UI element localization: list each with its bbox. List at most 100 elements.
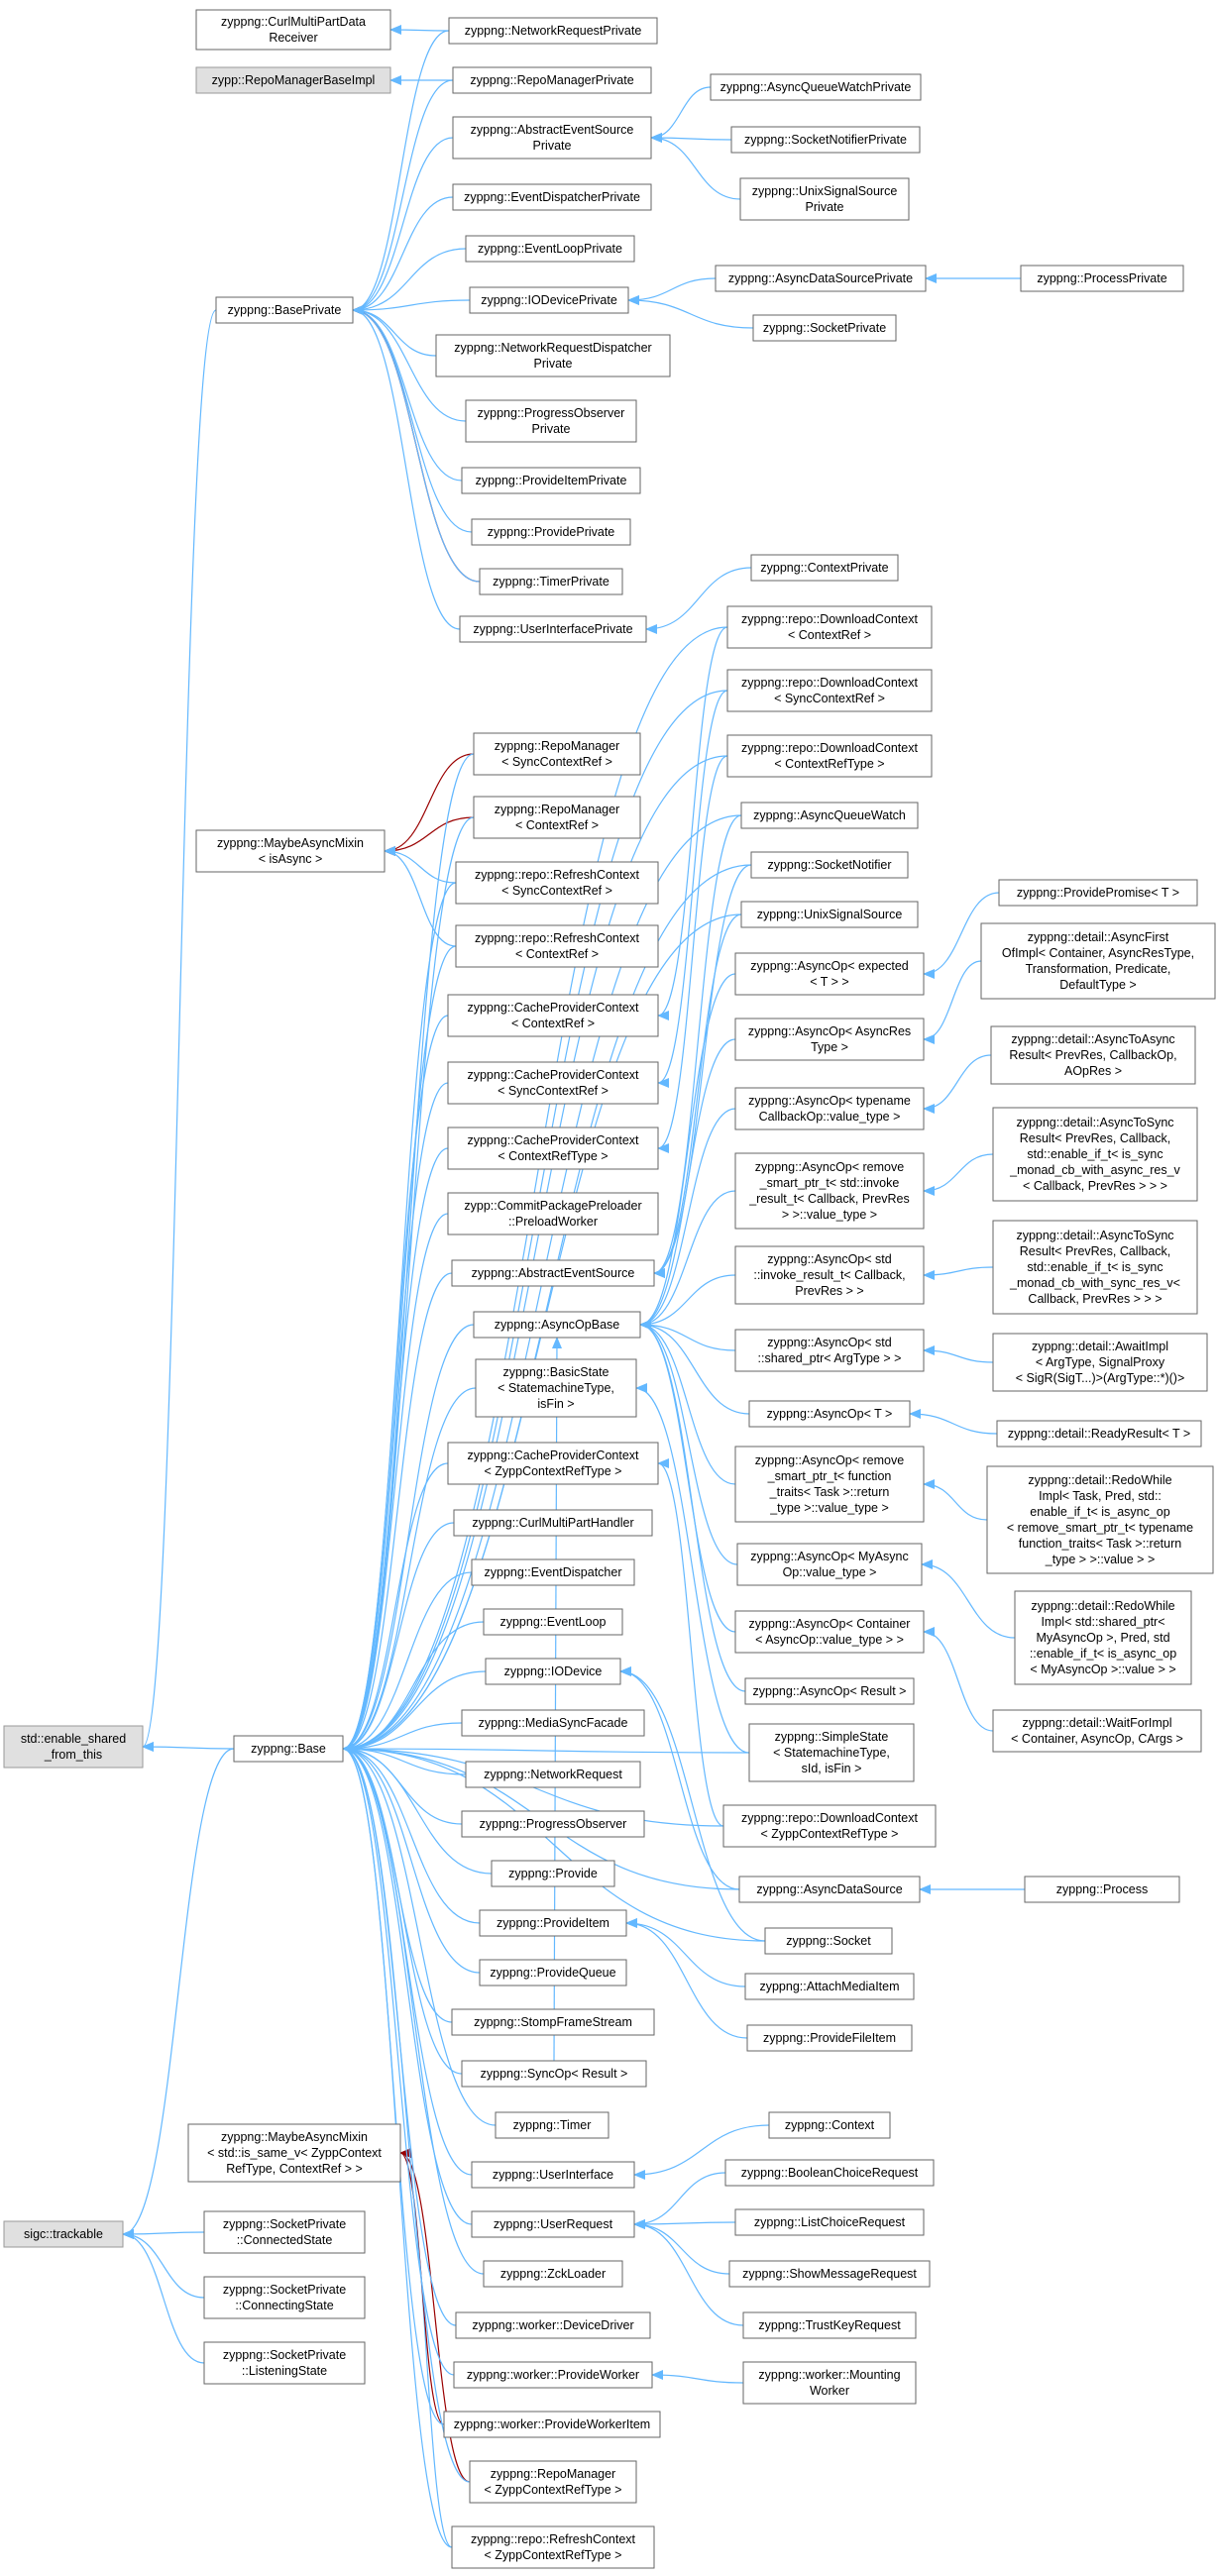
class-node-aoContainer[interactable]: zyppng::AsyncOp< Container< AsyncOp::val…: [734, 1610, 925, 1654]
class-node-aoAsyncRes[interactable]: zyppng::AsyncOp< AsyncResType >: [734, 1018, 925, 1061]
class-node-aoShared[interactable]: zyppng::AsyncOp< std::shared_ptr< ArgTyp…: [734, 1329, 925, 1372]
class-node-ioDevPriv[interactable]: zyppng::IODevicePrivate: [469, 286, 629, 314]
class-node-base[interactable]: zyppng::Base: [233, 1735, 344, 1763]
class-node-sockListening[interactable]: zyppng::SocketPrivate::ListeningState: [203, 2341, 366, 2385]
class-node-progObs[interactable]: zyppng::ProgressObserver: [461, 1810, 645, 1838]
class-node-sockPriv[interactable]: zyppng::SocketPrivate: [752, 314, 897, 342]
class-node-repoMgrPriv[interactable]: zyppng::RepoManagerPrivate: [452, 66, 652, 94]
class-node-sockConnecting[interactable]: zyppng::SocketPrivate::ConnectingState: [203, 2276, 366, 2319]
class-node-procPriv[interactable]: zyppng::ProcessPrivate: [1020, 265, 1184, 292]
class-node-cacheZypp[interactable]: zyppng::CacheProviderContext< ZyppContex…: [447, 1442, 659, 1485]
class-node-showMsg[interactable]: zyppng::ShowMessageRequest: [728, 2260, 931, 2288]
class-node-dlCtxZypp[interactable]: zyppng::repo::DownloadContext< ZyppConte…: [722, 1804, 937, 1848]
class-node-basePriv[interactable]: zyppng::BasePrivate: [215, 296, 354, 324]
class-node-dlCtxSync[interactable]: zyppng::repo::DownloadContext< SyncConte…: [726, 669, 933, 712]
class-node-curlHandler[interactable]: zyppng::CurlMultiPartHandler: [453, 1509, 653, 1537]
class-node-aoTypename[interactable]: zyppng::AsyncOp< typenameCallbackOp::val…: [734, 1087, 925, 1130]
class-node-cacheCtx[interactable]: zyppng::CacheProviderContext< ContextRef…: [447, 994, 659, 1037]
class-node-repoMgrZypp[interactable]: zyppng::RepoManager< ZyppContextRefType …: [469, 2460, 637, 2504]
class-node-aoRemoveInvoke[interactable]: zyppng::AsyncOp< remove_smart_ptr_t< std…: [734, 1152, 925, 1230]
class-node-asyncQWatch[interactable]: zyppng::AsyncQueueWatch: [740, 802, 919, 829]
class-node-repoMgrSync[interactable]: zyppng::RepoManager< SyncContextRef >: [473, 732, 641, 776]
class-node-dlCtxType[interactable]: zyppng::repo::DownloadContext< ContextRe…: [726, 734, 933, 778]
class-node-absEvSrc[interactable]: zyppng::AbstractEventSource: [451, 1259, 655, 1287]
class-node-process[interactable]: zyppng::Process: [1024, 1876, 1180, 1903]
class-node-syncOp[interactable]: zyppng::SyncOp< Result >: [461, 2060, 647, 2088]
class-node-listReq[interactable]: zyppng::ListChoiceRequest: [734, 2208, 925, 2236]
class-node-sockConnected[interactable]: zyppng::SocketPrivate::ConnectedState: [203, 2210, 366, 2254]
class-node-netReqPriv[interactable]: zyppng::NetworkRequestPrivate: [448, 17, 658, 45]
class-node-ctxPriv[interactable]: zyppng::ContextPrivate: [750, 554, 899, 582]
class-node-readyResult[interactable]: zyppng::detail::ReadyResult< T >: [996, 1420, 1202, 1448]
class-node-mediaSync[interactable]: zyppng::MediaSyncFacade: [461, 1709, 645, 1737]
class-node-evDispPriv[interactable]: zyppng::EventDispatcherPrivate: [452, 183, 652, 211]
class-node-evDisp[interactable]: zyppng::EventDispatcher: [471, 1558, 635, 1586]
class-node-aoMyAsync[interactable]: zyppng::AsyncOp< MyAsyncOp::value_type >: [736, 1543, 923, 1586]
class-node-awaitImpl[interactable]: zyppng::detail::AwaitImpl< ArgType, Sign…: [992, 1333, 1208, 1392]
class-node-maybeAsync2[interactable]: zyppng::MaybeAsyncMixin< std::is_same_v<…: [187, 2123, 401, 2183]
class-node-dlCtxRef[interactable]: zyppng::repo::DownloadContext< ContextRe…: [726, 605, 933, 649]
class-node-asyncQWatchPriv[interactable]: zyppng::AsyncQueueWatchPrivate: [710, 73, 922, 101]
class-node-evLoopPriv[interactable]: zyppng::EventLoopPrivate: [465, 235, 635, 263]
class-node-asyncOpBase[interactable]: zyppng::AsyncOpBase: [473, 1311, 641, 1339]
class-node-cacheSync[interactable]: zyppng::CacheProviderContext< SyncContex…: [447, 1061, 659, 1105]
class-node-evLoop[interactable]: zyppng::EventLoop: [483, 1608, 623, 1636]
class-node-sockNotifPriv[interactable]: zyppng::SocketNotifierPrivate: [730, 126, 921, 154]
class-node-refreshZypp[interactable]: zyppng::repo::RefreshContext< ZyppContex…: [451, 2525, 655, 2569]
class-node-provWorker[interactable]: zyppng::worker::ProvideWorker: [453, 2361, 653, 2389]
class-node-ioDev[interactable]: zyppng::IODevice: [485, 1658, 621, 1685]
class-node-devDriver[interactable]: zyppng::worker::DeviceDriver: [455, 2311, 651, 2339]
class-node-boolReq[interactable]: zyppng::BooleanChoiceRequest: [724, 2159, 935, 2187]
class-node-attachMedia[interactable]: zyppng::AttachMediaItem: [744, 1973, 915, 2000]
class-node-context[interactable]: zyppng::Context: [768, 2111, 891, 2139]
class-node-unixSig[interactable]: zyppng::UnixSignalSource: [740, 901, 919, 928]
class-node-enableShared[interactable]: std::enable_shared_from_this: [3, 1725, 144, 1769]
class-node-asyncDS[interactable]: zyppng::AsyncDataSource: [738, 1876, 921, 1903]
class-node-aoStdInvoke[interactable]: zyppng::AsyncOp< std::invoke_result_t< C…: [734, 1245, 925, 1305]
class-node-trustKey[interactable]: zyppng::TrustKeyRequest: [742, 2311, 917, 2339]
class-node-zckLoader[interactable]: zyppng::ZckLoader: [483, 2260, 623, 2288]
class-node-provItem[interactable]: zyppng::ProvideItem: [479, 1909, 627, 1937]
class-node-stomp[interactable]: zyppng::StompFrameStream: [451, 2008, 655, 2036]
class-node-refreshSync[interactable]: zyppng::repo::RefreshContext< SyncContex…: [455, 861, 659, 905]
class-node-timerPriv[interactable]: zyppng::TimerPrivate: [479, 568, 623, 595]
class-node-refreshCtx[interactable]: zyppng::repo::RefreshContext< ContextRef…: [455, 924, 659, 968]
class-node-waitFor[interactable]: zyppng::detail::WaitForImpl< Container, …: [992, 1709, 1202, 1753]
class-node-providePriv[interactable]: zyppng::ProvidePrivate: [471, 518, 631, 546]
class-node-asyncDSPriv[interactable]: zyppng::AsyncDataSourcePrivate: [715, 265, 927, 292]
class-node-aoExpected[interactable]: zyppng::AsyncOp< expected< T > >: [734, 952, 925, 996]
class-node-provWorkerItem[interactable]: zyppng::worker::ProvideWorkerItem: [443, 2411, 661, 2438]
class-node-provPromise[interactable]: zyppng::ProvidePromise< T >: [998, 879, 1198, 907]
class-node-socket[interactable]: zyppng::Socket: [764, 1927, 893, 1955]
class-node-uiPriv[interactable]: zyppng::UserInterfacePrivate: [459, 615, 647, 643]
class-node-provItemPriv[interactable]: zyppng::ProvideItemPrivate: [461, 467, 641, 494]
class-node-repoMgrCtx[interactable]: zyppng::RepoManager< ContextRef >: [473, 796, 641, 839]
class-node-cacheType[interactable]: zyppng::CacheProviderContext< ContextRef…: [447, 1127, 659, 1170]
class-node-sockNotif[interactable]: zyppng::SocketNotifier: [750, 851, 909, 879]
class-node-provQueue[interactable]: zyppng::ProvideQueue: [479, 1959, 627, 1986]
class-node-basicState[interactable]: zyppng::BasicState< StatemachineType,isF…: [475, 1358, 637, 1418]
class-node-repoMgrBaseImpl[interactable]: zypp::RepoManagerBaseImpl: [195, 66, 391, 94]
class-node-maybeAsync[interactable]: zyppng::MaybeAsyncMixin< isAsync >: [195, 829, 386, 873]
class-node-timer[interactable]: zyppng::Timer: [495, 2111, 609, 2139]
class-node-commitPreload[interactable]: zypp::CommitPackagePreloader::PreloadWor…: [447, 1192, 659, 1235]
class-node-trackable[interactable]: sigc::trackable: [3, 2220, 124, 2248]
class-node-userReq[interactable]: zyppng::UserRequest: [471, 2210, 635, 2238]
class-node-ui[interactable]: zyppng::UserInterface: [471, 2161, 635, 2189]
class-node-aoRemoveFunc[interactable]: zyppng::AsyncOp< remove_smart_ptr_t< fun…: [734, 1446, 925, 1523]
class-node-simpleState[interactable]: zyppng::SimpleState< StatemachineType,sI…: [748, 1723, 915, 1782]
class-node-netReq[interactable]: zyppng::NetworkRequest: [465, 1761, 641, 1788]
class-node-provide[interactable]: zyppng::Provide: [491, 1860, 615, 1887]
class-node-aoResult[interactable]: zyppng::AsyncOp< Result >: [744, 1677, 915, 1705]
